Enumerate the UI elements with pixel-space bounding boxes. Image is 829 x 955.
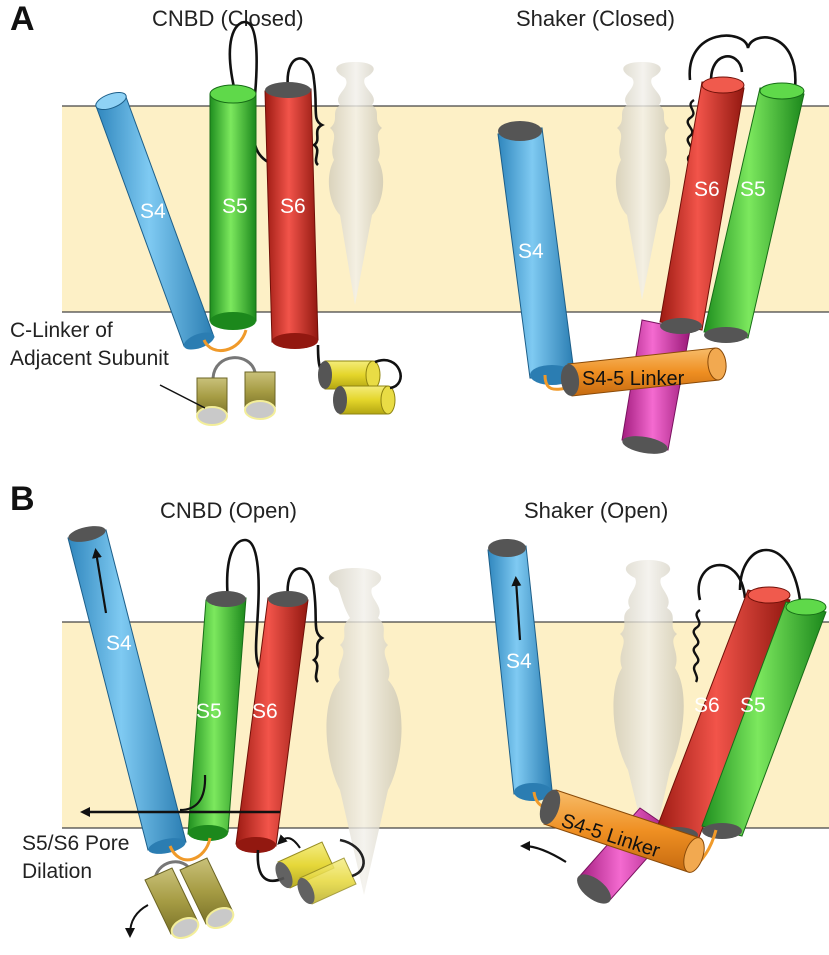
cnbd-closed-s4 (95, 91, 215, 350)
adjacent-c-linker-a (196, 356, 276, 426)
pore-dilation-curve (179, 774, 207, 812)
panel-a: A CNBD (Closed) Shaker (Closed) S4 S5 (10, 0, 829, 454)
cnbd-open-orange-linker (168, 837, 212, 862)
cnbd-open-s5-label: S5 (196, 700, 222, 723)
shaker-open-s6-label: S6 (694, 694, 720, 717)
cnbd-closed-s4-label: S4 (140, 200, 166, 223)
shaker-inner-loop-b (697, 563, 747, 601)
cnbd-closed-s6 (264, 82, 319, 349)
cnbd-open-s4 (67, 526, 187, 854)
annotation-b-line2: Dilation (22, 860, 92, 883)
shaker-closed-s4-label: S4 (518, 240, 544, 263)
shaker-open-s4 (487, 539, 553, 801)
left-title-b: CNBD (Open) (160, 498, 297, 523)
pore-shape-b2 (613, 560, 684, 860)
pore-shape-a1 (328, 62, 384, 305)
panel-b: B CNBD (Open) Shaker (Open) S4 S5 (10, 480, 829, 940)
shaker-open-s4-arrow (511, 576, 522, 641)
shaker-wiggle-b (692, 608, 701, 683)
shaker-closed-s5-label: S5 (740, 178, 766, 201)
adjacent-c-linker-b (144, 857, 235, 940)
cnbd-closed-s6-label: S6 (280, 195, 306, 218)
shaker-closed-linker-label: S4-5 Linker (582, 368, 685, 390)
shaker-open-s5 (701, 598, 827, 839)
shaker-top-loop-a (688, 34, 797, 89)
shaker-top-loop-b (738, 548, 802, 601)
annotation-a-line2: Adjacent Subunit (10, 347, 169, 370)
shaker-closed-s6-label: S6 (694, 178, 720, 201)
cnbd-open-s4-arrow (92, 548, 108, 614)
annotation-b-line1: S5/S6 Pore (22, 832, 129, 855)
pore-shape-a2 (615, 62, 671, 300)
panel-letter-b: B (10, 480, 35, 518)
cnbd-open-s6-label: S6 (252, 700, 278, 723)
shaker-open-linker-arrow (520, 841, 567, 863)
panel-letter-a: A (10, 0, 35, 38)
pore-shape-b1 (326, 568, 402, 895)
cnbd-closed-s5 (209, 84, 257, 330)
cnbd-closed-orange-linker (202, 329, 248, 352)
cnbd-open-c-linker-arrow (277, 834, 301, 849)
s6-wiggle-loop-a (286, 57, 325, 166)
annotation-pointer-a (159, 384, 206, 409)
shaker-closed-s6 (659, 76, 745, 334)
cnbd-closed-s5-label: S5 (222, 195, 248, 218)
shaker-open-s5-label: S5 (740, 694, 766, 717)
right-title-a: Shaker (Closed) (516, 6, 675, 31)
cnbd-open-s6 (235, 591, 309, 853)
cnbd-open-c-linker-yellow (275, 838, 365, 905)
shaker-closed-linker-cylinder (560, 347, 727, 397)
s5-s6-loop-b (225, 538, 269, 681)
cnbd-open-s4-label: S4 (106, 632, 132, 655)
shaker-open-s4-label: S4 (506, 650, 532, 673)
s6-wiggle-loop-b (286, 567, 325, 683)
adjacent-c-linker-arrow (125, 904, 149, 938)
annotation-a-line1: C-Linker of (10, 319, 113, 342)
cnbd-closed-c-linker-yellow (318, 358, 402, 415)
shaker-closed-s4 (497, 121, 575, 385)
cnbd-open-s5 (187, 591, 247, 841)
left-title-a: CNBD (Closed) (152, 6, 304, 31)
right-title-b: Shaker (Open) (524, 498, 668, 523)
shaker-open-linker-cylinder (539, 789, 705, 873)
shaker-closed-s5 (703, 82, 805, 343)
